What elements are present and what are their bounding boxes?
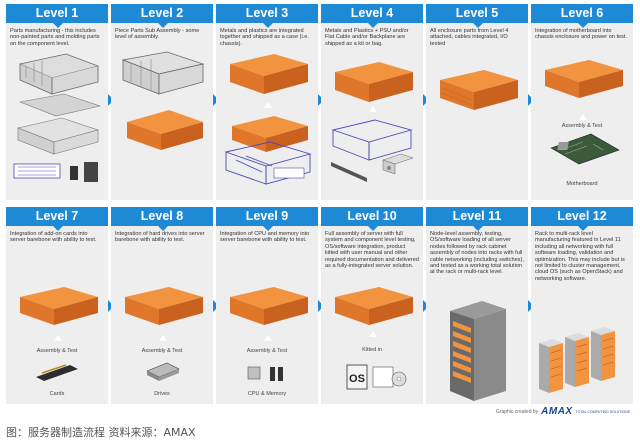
level-description: Metals and plastics are integrated toget… [220,28,309,47]
kitted-server-illustration: OS Kitted in [321,279,423,404]
add-on-cards-illustration: Assembly & Test Cards [6,253,108,404]
level-title: Level 12 [531,207,633,231]
svg-text:OS: OS [349,373,365,385]
amax-logo: AMAX [541,406,573,417]
credit-text: Graphic created by [495,408,539,415]
rack-cabinet-illustration [426,291,528,404]
multi-rack-illustration [531,313,633,404]
graphic-credit: Graphic created by AMAX TOTAL COMPUTING … [496,406,630,417]
level-card-3: Level 3 Metals and plastics are integrat… [216,4,318,200]
step-label: Assembly & Test [36,348,78,354]
amax-logo-tagline: TOTAL COMPUTING SOLUTIONS [575,409,630,414]
level-card-8: Level 8 Integration of hard drives into … [111,207,213,404]
level-title: Level 10 [321,207,423,231]
level-card-7: Level 7 Integration of add-on cards into… [6,207,108,404]
level-title: Level 3 [216,4,318,28]
level-description: Rack to multi-rack level manufacturing f… [535,231,625,282]
level-description: Integration of add-on cards into server … [10,231,97,244]
level-grid: Level 1 Parts manufacturing - this inclu… [6,4,634,404]
figure-caption: 图：服务器制造流程 资料来源：AMAX [6,426,196,439]
hard-drives-illustration: Assembly & Test Drives [111,253,213,404]
step-label: Assembly & Test [246,348,288,354]
enclosure-illustration [426,50,528,200]
level-title: Level 1 [6,4,108,28]
level-card-10: Level 10 Full assembly of server with fu… [321,207,423,404]
level-card-1: Level 1 Parts manufacturing - this inclu… [6,4,108,200]
component-label: Drives [154,391,170,397]
level-description: Integration of hard drives into server b… [115,231,205,244]
motherboard-integration-illustration: Assembly & Test Motherboard [531,50,633,200]
level-title: Level 11 [426,207,528,231]
step-label: Assembly & Test [561,123,603,129]
chassis-kit-illustration [321,50,423,200]
exploded-parts-illustration [6,50,108,200]
level-description: Metals and Plastics + PSU and/or Flat Ca… [325,28,409,47]
level-description: Integration of motherboard into chassis … [535,28,628,41]
level-description: Piece Parts Sub Assembly - some level of… [115,28,200,41]
level-description: Integration of CPU and memory into serve… [220,231,310,244]
step-label: Kitted in [362,347,382,353]
level-description: Parts manufacturing - this includes non-… [10,28,100,47]
level-card-11: Level 11 Node-level assembly, testing, O… [426,207,528,404]
level-title: Level 5 [426,4,528,28]
step-label: Assembly & Test [141,348,183,354]
component-label: Cards [49,391,65,397]
level-description: All enclosure parts from Level 4 attache… [430,28,509,47]
level-card-5: Level 5 All enclosure parts from Level 4… [426,4,528,200]
level-card-4: Level 4 Metals and Plastics + PSU and/or… [321,4,423,200]
level-title: Level 9 [216,207,318,231]
level-title: Level 8 [111,207,213,231]
cpu-memory-illustration: Assembly & Test CPU & Memory [216,253,318,404]
component-label: Motherboard [566,181,598,187]
component-label: CPU & Memory [247,391,287,397]
level-title: Level 2 [111,4,213,28]
level-card-6: Level 6 Integration of motherboard into … [531,4,633,200]
level-title: Level 7 [6,207,108,231]
chassis-case-illustration [216,50,318,200]
level-card-9: Level 9 Integration of CPU and memory in… [216,207,318,404]
level-title: Level 4 [321,4,423,28]
subassembly-illustration [111,50,213,200]
level-title: Level 6 [531,4,633,28]
level-description: Node-level assembly, testing, OS/softwar… [430,231,524,276]
level-description: Full assembly of server with full system… [325,231,419,270]
level-card-12: Level 12 Rack to multi-rack level manufa… [531,207,633,404]
level-card-2: Level 2 Piece Parts Sub Assembly - some … [111,4,213,200]
